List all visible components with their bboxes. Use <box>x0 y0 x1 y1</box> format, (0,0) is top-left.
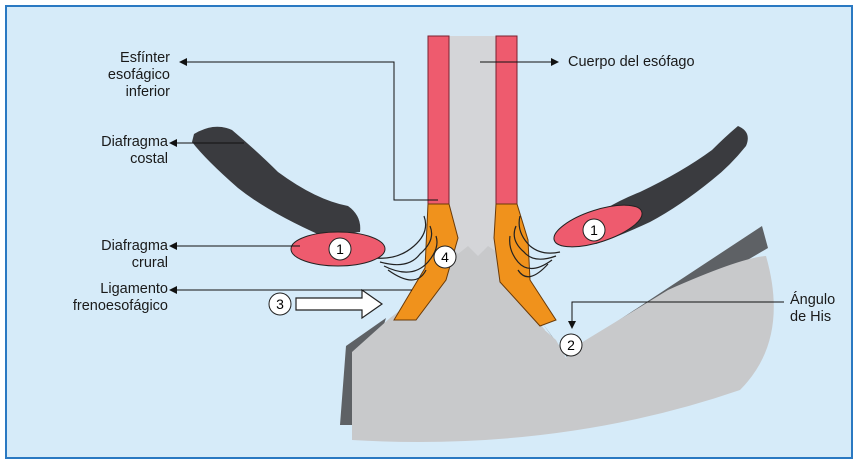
label-angle-of-his: Ángulo de His <box>790 292 850 326</box>
label-crural-diaphragm: Diafragma crural <box>60 238 168 272</box>
marker-1-right: 1 <box>590 222 598 238</box>
label-costal-diaphragm: Diafragma costal <box>60 134 168 168</box>
label-esophagus-body: Cuerpo del esófago <box>568 54 768 71</box>
marker-2: 2 <box>567 337 575 353</box>
marker-1-left: 1 <box>336 241 344 257</box>
marker-3: 3 <box>276 296 284 312</box>
label-sphincter: Esfínter esofágico inferior <box>60 50 170 101</box>
label-phrenoesophageal-ligament: Ligamento frenoesofágico <box>40 281 168 315</box>
marker-4: 4 <box>441 249 449 265</box>
